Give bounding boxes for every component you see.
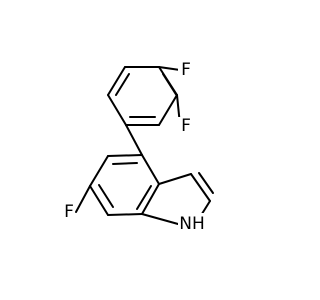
- bond: [136, 185, 152, 210]
- biaryl-bond: [125, 124, 143, 156]
- atom-label-fluorine-left: F: [64, 202, 74, 222]
- bond: [115, 73, 130, 96]
- bond: [141, 154, 160, 185]
- atom-labels: F F F NH H: [61, 60, 206, 247]
- atom-label-fluorine-top: F: [181, 60, 191, 80]
- indole-benzene-ring: [89, 154, 160, 216]
- atom-label-fluorine-middle: F: [181, 116, 191, 136]
- bond: [98, 184, 114, 208]
- bond: [141, 183, 160, 215]
- bond: [158, 173, 192, 185]
- bond: [89, 185, 109, 216]
- bond: [107, 94, 127, 126]
- bond: [190, 173, 211, 202]
- molecule-canvas: F F F NH H: [61, 60, 214, 247]
- bond: [158, 66, 181, 71]
- bond: [198, 172, 214, 194]
- bond: [107, 213, 143, 216]
- bond: [141, 213, 179, 225]
- structure-drawing: F F F NH H: [61, 60, 214, 247]
- label-backdrop: [178, 213, 206, 231]
- bond: [75, 185, 91, 213]
- label-backdrop: [178, 117, 192, 135]
- bond: [89, 155, 109, 187]
- bond: [112, 162, 138, 165]
- bond: [162, 73, 178, 97]
- bond: [158, 94, 178, 126]
- atom-label-nh: NH: [179, 214, 205, 234]
- bond: [107, 154, 143, 157]
- label-backdrop: [61, 203, 75, 221]
- label-backdrop: [182, 231, 196, 247]
- bond: [107, 66, 126, 96]
- label-backdrop: [178, 61, 192, 79]
- pyrrole-ring: [141, 172, 214, 225]
- difluorophenyl-ring: [107, 66, 178, 126]
